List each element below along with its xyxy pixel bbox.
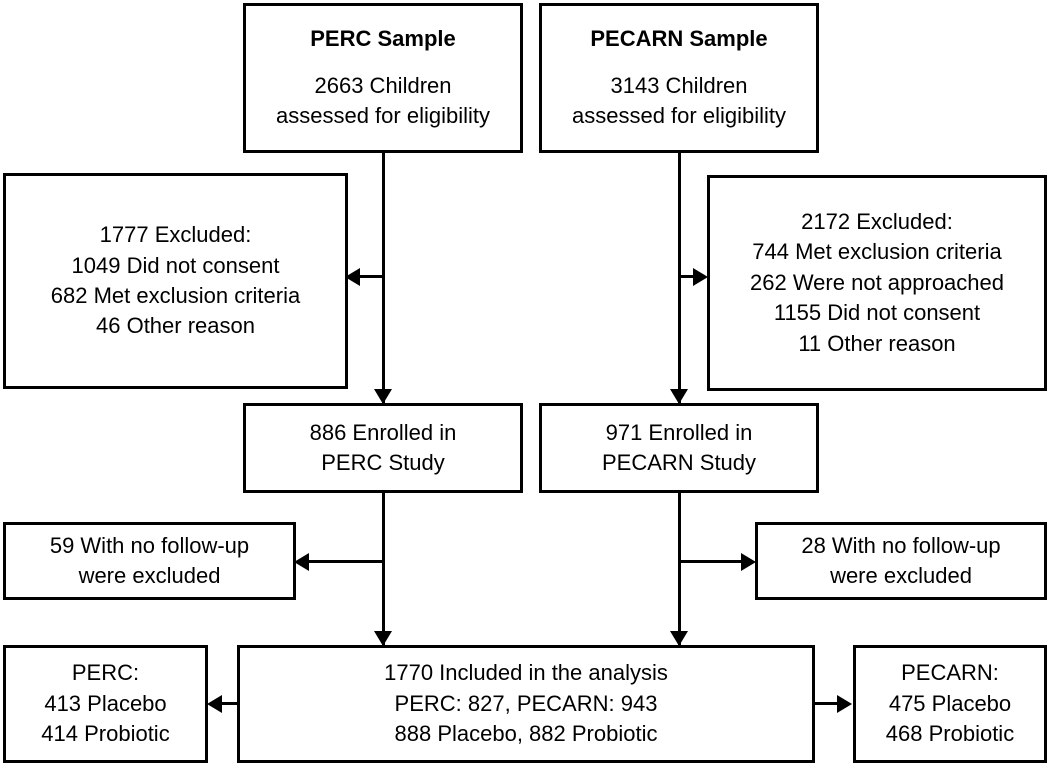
arrowhead-perc-to-excluded	[345, 268, 360, 286]
arrowhead-pecarn-enrolled-to-analysis	[670, 631, 688, 646]
arrowhead-pecarn-to-excluded	[693, 268, 708, 286]
node-pecarn-enrolled: 971 Enrolled in PECARN Study	[539, 403, 819, 493]
node-perc-excluded: 1777 Excluded: 1049 Did not consent 682 …	[3, 173, 348, 389]
node-analysis: 1770 Included in the analysis PERC: 827,…	[237, 645, 815, 763]
node-perc-sample: PERC Sample 2663 Children assessed for e…	[243, 3, 523, 153]
node-pecarn-result: PECARN: 475 Placebo 468 Probiotic	[853, 645, 1047, 763]
perc-no-followup-line2: were excluded	[78, 563, 221, 588]
pecarn-no-followup-line1: 28 With no follow-up	[801, 532, 1001, 558]
perc-enrolled-line1: 886 Enrolled in	[309, 419, 457, 445]
node-pecarn-excluded: 2172 Excluded: 744 Met exclusion criteri…	[707, 175, 1047, 391]
connector-perc-sample-to-enrolled	[382, 152, 385, 404]
connector-perc-to-excluded	[359, 275, 385, 278]
pecarn-excluded-line1: 2172 Excluded:	[801, 209, 953, 235]
arrowhead-perc-to-no-followup	[294, 553, 309, 571]
connector-perc-to-no-followup	[308, 560, 385, 563]
node-pecarn-sample: PECARN Sample 3143 Children assessed for…	[539, 3, 819, 153]
perc-enrolled-line2: PERC Study	[321, 450, 445, 475]
arrowhead-analysis-to-pecarn-result	[837, 695, 852, 713]
pecarn-excluded-line2: 744 Met exclusion criteria	[752, 239, 1002, 265]
perc-sample-title: PERC Sample	[310, 26, 456, 52]
node-perc-no-followup: 59 With no follow-up were excluded	[3, 522, 296, 600]
perc-excluded-line2: 1049 Did not consent	[71, 252, 280, 278]
arrowhead-pecarn-to-no-followup	[741, 553, 756, 571]
pecarn-result-line3: 468 Probiotic	[885, 721, 1015, 747]
perc-sample-line2: assessed for eligibility	[276, 103, 490, 129]
pecarn-sample-line2: assessed for eligibility	[572, 103, 786, 129]
perc-result-line1: PERC:	[71, 660, 140, 686]
arrowhead-analysis-to-perc-result	[207, 695, 222, 713]
pecarn-enrolled-line1: 971 Enrolled in	[605, 419, 753, 445]
pecarn-sample-line1: 3143 Children	[610, 72, 748, 98]
analysis-line3: 888 Placebo, 882 Probiotic	[394, 721, 658, 747]
pecarn-result-line2: 475 Placebo	[888, 690, 1012, 716]
arrowhead-pecarn-sample-to-enrolled	[670, 389, 688, 404]
analysis-line1: 1770 Included in the analysis	[384, 660, 668, 686]
node-perc-result: PERC: 413 Placebo 414 Probiotic	[3, 645, 208, 763]
node-perc-enrolled: 886 Enrolled in PERC Study	[243, 403, 523, 493]
analysis-line2: PERC: 827, PECARN: 943	[394, 690, 658, 716]
perc-excluded-line4: 46 Other reason	[96, 313, 255, 339]
pecarn-excluded-line5: 11 Other reason	[798, 330, 956, 356]
pecarn-enrolled-line2: PECARN Study	[601, 450, 757, 475]
perc-sample-line1: 2663 Children	[314, 72, 452, 98]
perc-no-followup-line1: 59 With no follow-up	[49, 532, 250, 558]
connector-pecarn-sample-to-enrolled	[678, 152, 681, 404]
pecarn-sample-title: PECARN Sample	[590, 26, 768, 52]
perc-result-line2: 413 Placebo	[44, 690, 167, 716]
pecarn-result-line1: PECARN:	[901, 660, 999, 686]
perc-excluded-line3: 682 Met exclusion criteria	[50, 283, 301, 308]
pecarn-excluded-line3: 262 Were not approached	[750, 269, 1004, 295]
perc-result-line3: 414 Probiotic	[41, 721, 170, 747]
node-pecarn-no-followup: 28 With no follow-up were excluded	[755, 522, 1047, 600]
connector-perc-enrolled-to-analysis	[382, 493, 385, 646]
connector-analysis-to-perc-result	[222, 702, 240, 705]
connector-pecarn-enrolled-to-analysis	[678, 493, 681, 646]
perc-excluded-line1: 1777 Excluded:	[99, 222, 252, 248]
connector-pecarn-to-no-followup	[678, 560, 742, 563]
pecarn-excluded-line4: 1155 Did not consent	[773, 300, 981, 326]
connector-analysis-to-pecarn-result	[813, 702, 838, 705]
connector-pecarn-to-excluded	[678, 275, 694, 278]
pecarn-no-followup-line2: were excluded	[830, 563, 972, 588]
arrowhead-perc-sample-to-enrolled	[374, 389, 392, 404]
arrowhead-perc-enrolled-to-analysis	[374, 631, 392, 646]
